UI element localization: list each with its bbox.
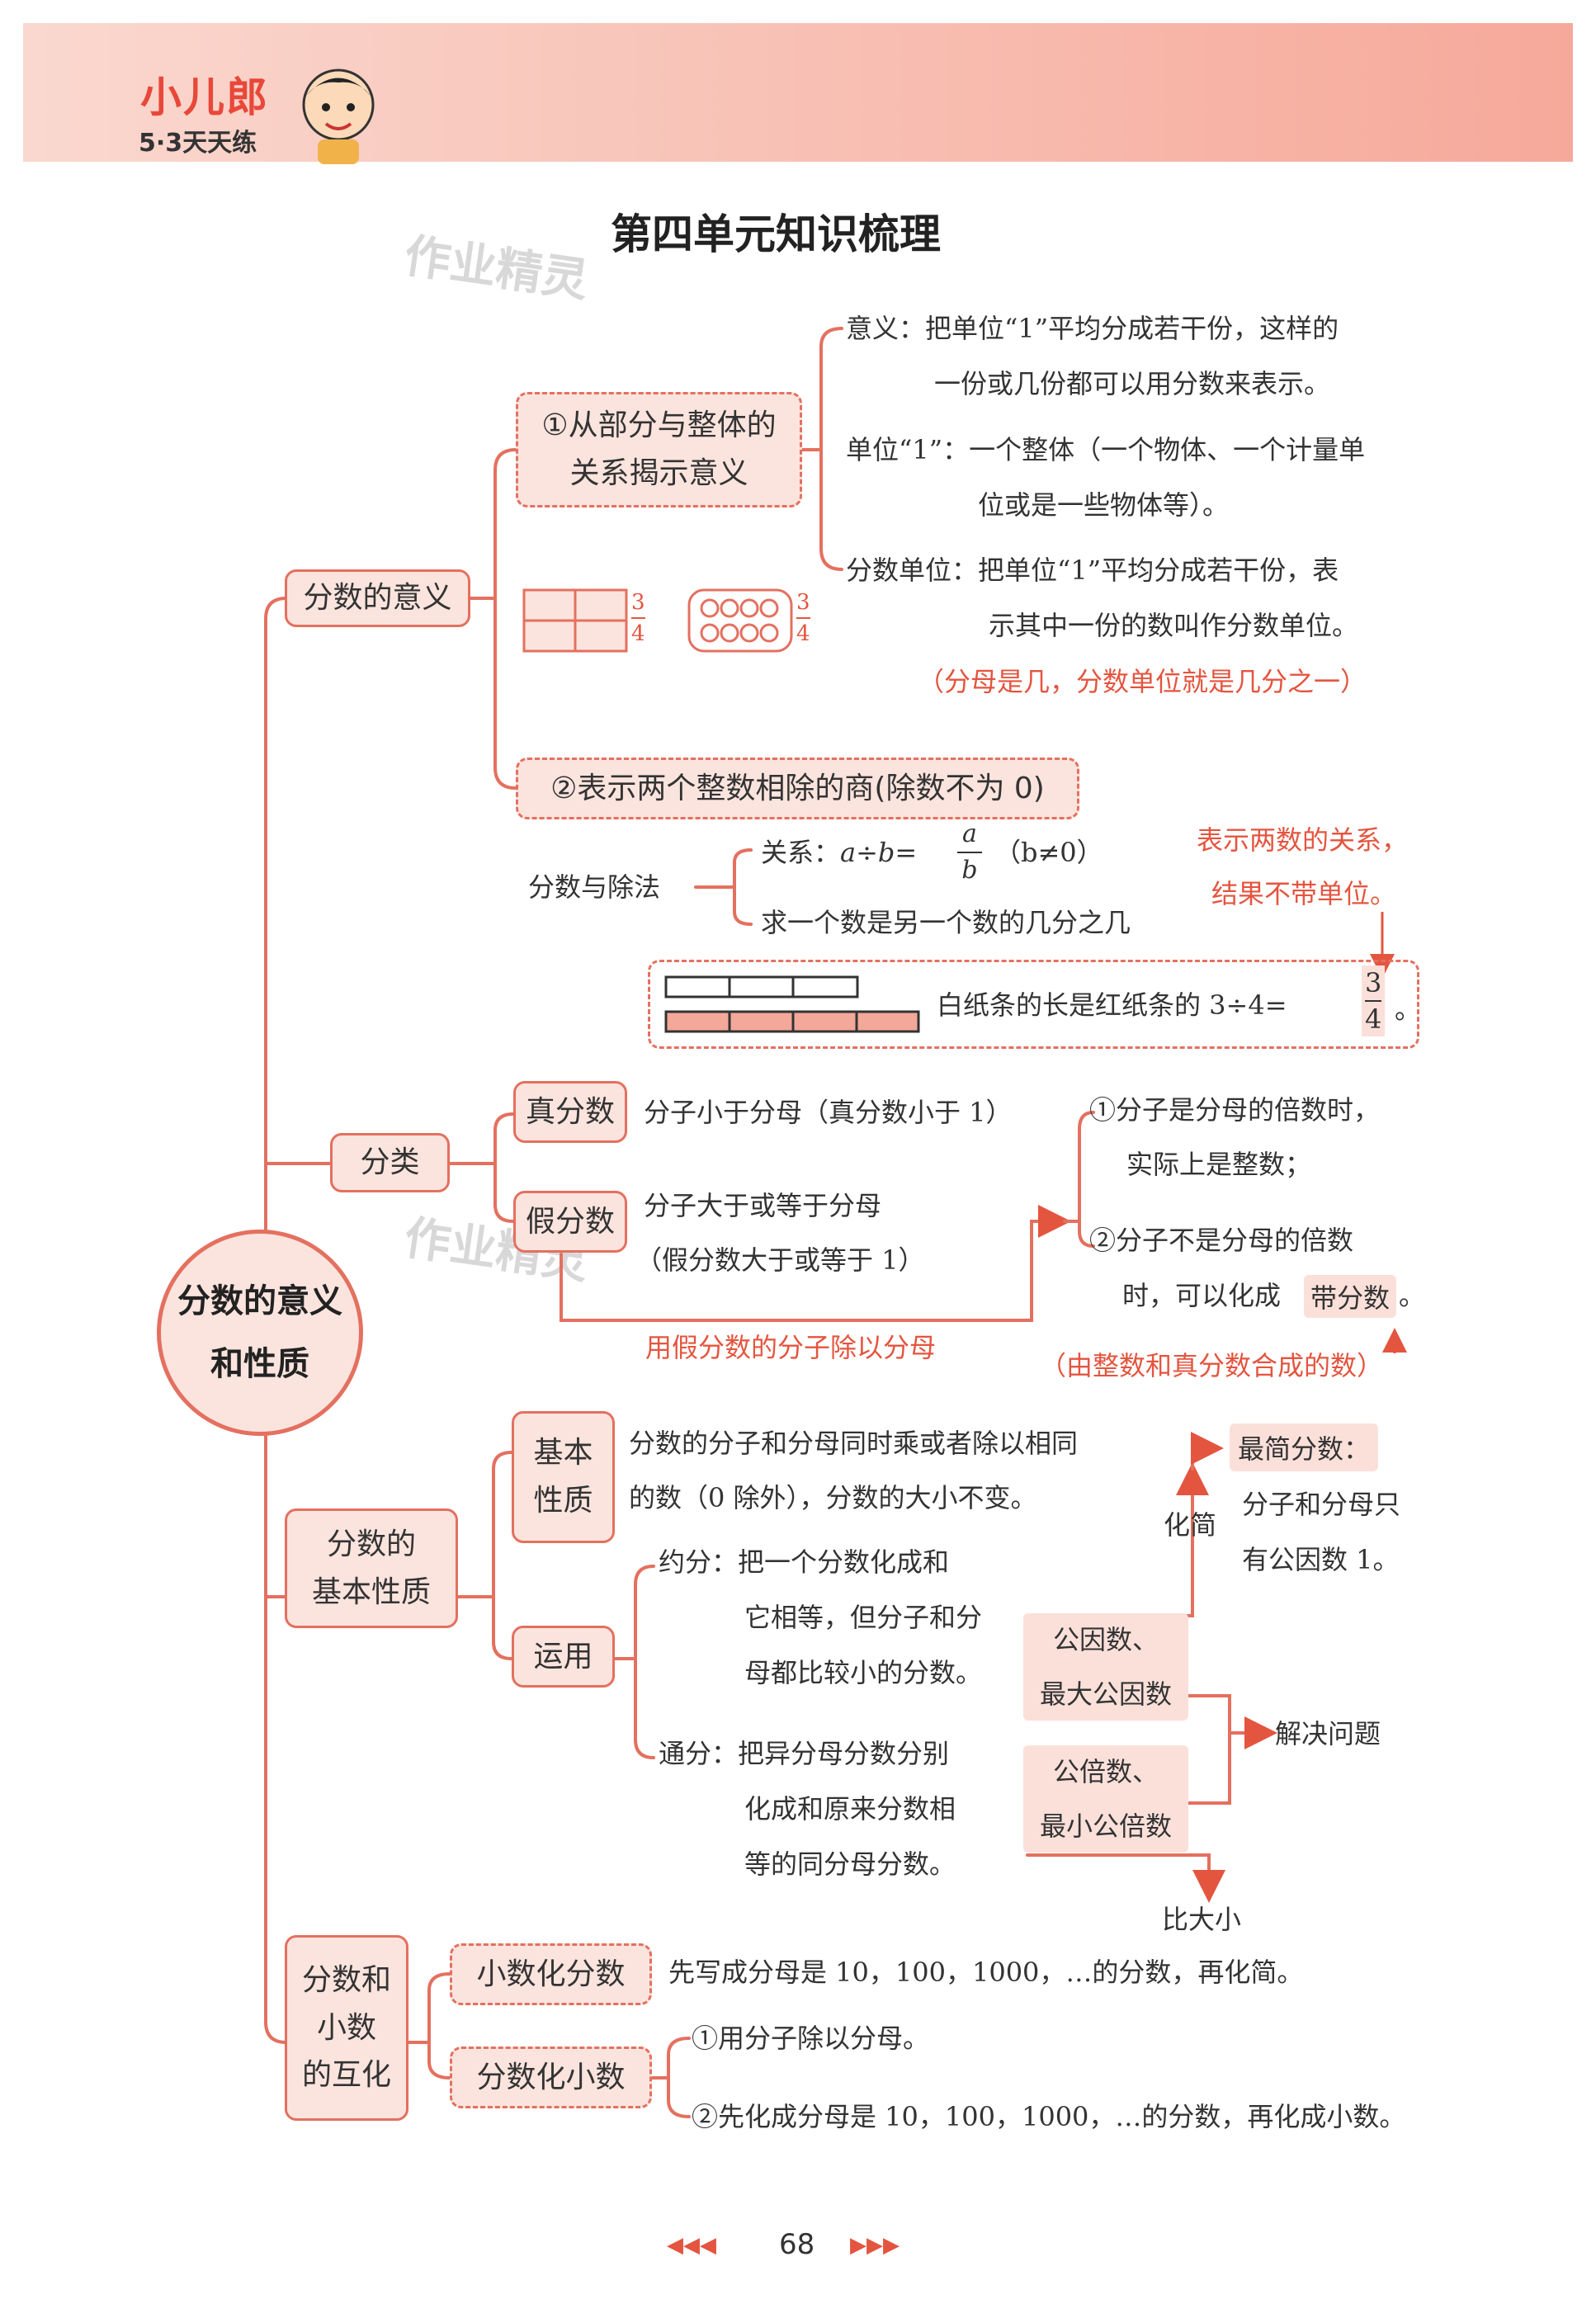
note-convert: 用假分数的分子除以分母 bbox=[645, 1320, 936, 1375]
node-basic-property: 分数的基本性质 bbox=[285, 1508, 458, 1628]
compare-size: 比大小 bbox=[1162, 1892, 1241, 1947]
node-improper-fraction: 假分数 bbox=[513, 1191, 627, 1253]
node-basic: 基本性质 bbox=[512, 1411, 615, 1543]
strip-statement: 白纸条的长是红纸条的 3÷4= bbox=[937, 978, 1287, 1032]
relation-fraction: a b bbox=[957, 817, 982, 888]
simplest-desc-cont: 有公因数 1。 bbox=[1242, 1532, 1400, 1587]
relation-label: 关系：a÷b= bbox=[761, 825, 917, 880]
case-not-multiple: ②分子不是分母的倍数 bbox=[1089, 1213, 1353, 1268]
node-division-quotient: ②表示两个整数相除的商(除数不为 0) bbox=[516, 758, 1079, 819]
common-denom-def-cont2: 等的同分母分数。 bbox=[744, 1837, 956, 1891]
def-unit-one-cont: 位或是一些物体等）。 bbox=[978, 478, 1229, 532]
division-label: 分数与除法 bbox=[528, 860, 660, 914]
gcd-box: 公因数、最大公因数 bbox=[1023, 1613, 1188, 1721]
note-denominator: （分母是几，分数单位就是几分之一） bbox=[918, 654, 1367, 709]
fraction-of-number: 求一个数是另一个数的几分之几 bbox=[761, 895, 1131, 950]
common-denom-def: 通分：把异分母分数分别 bbox=[659, 1726, 949, 1781]
mixed-number-highlight: 带分数 bbox=[1304, 1275, 1396, 1318]
node-fraction-to-decimal: 分数化小数 bbox=[450, 2047, 652, 2108]
relation-condition: （b≠0） bbox=[994, 825, 1103, 880]
page-number: 68 bbox=[779, 2228, 815, 2261]
dec-to-frac-desc: 先写成分母是 10，100，1000，…的分数，再化简。 bbox=[668, 1945, 1303, 1999]
node-conversion: 分数和小数的互化 bbox=[285, 1935, 408, 2121]
fraction-label: 3 4 bbox=[796, 588, 810, 649]
rect-figure-icon bbox=[522, 588, 629, 654]
solve-problems: 解决问题 bbox=[1275, 1707, 1381, 1761]
simplest-desc: 分子和分母只 bbox=[1242, 1477, 1400, 1532]
node-part-whole: ①从部分与整体的关系揭示意义 bbox=[516, 392, 802, 508]
reduce-def-cont: 它相等，但分子和分 bbox=[744, 1590, 982, 1645]
def-unit-one: 单位“1”：一个整体（一个物体、一个计量单 bbox=[846, 423, 1365, 477]
note-mixed: （由整数和真分数合成的数） bbox=[1040, 1338, 1383, 1393]
note-no-unit: 结果不带单位。 bbox=[1211, 866, 1396, 921]
strip-fraction: 3 4 bbox=[1362, 965, 1385, 1036]
center-node: 分数的意义和性质 bbox=[157, 1230, 363, 1436]
next-arrows-icon: ▶▶▶ bbox=[850, 2233, 900, 2258]
lcm-box: 公倍数、最小公倍数 bbox=[1023, 1745, 1188, 1853]
simplify-label: 化简 bbox=[1164, 1498, 1216, 1552]
case-not-multiple-cont: 时，可以化成 bbox=[1122, 1268, 1281, 1323]
node-application: 运用 bbox=[512, 1626, 615, 1688]
basic-desc: 分数的分子和分母同时乘或者除以相同 bbox=[629, 1416, 1078, 1471]
case-period: 。 bbox=[1399, 1268, 1425, 1323]
node-classify: 分类 bbox=[330, 1133, 450, 1192]
proper-desc: 分子小于分母（真分数小于 1） bbox=[644, 1085, 1013, 1140]
case-multiple-cont: 实际上是整数； bbox=[1126, 1137, 1311, 1192]
frac-to-dec-method1: ①用分子除以分母。 bbox=[692, 2011, 929, 2065]
note-relation: 表示两数的关系， bbox=[1197, 813, 1408, 867]
circles-figure-icon bbox=[687, 588, 794, 654]
def-meaning-cont: 一份或几份都可以用分数来表示。 bbox=[934, 356, 1330, 411]
simplest-fraction: 最简分数： bbox=[1230, 1423, 1378, 1471]
case-multiple: ①分子是分母的倍数时， bbox=[1089, 1083, 1380, 1137]
def-fraction-unit: 分数单位：把单位“1”平均分成若干份，表 bbox=[846, 543, 1339, 597]
frac-to-dec-method2: ②先化成分母是 10，100，1000，…的分数，再化成小数。 bbox=[692, 2089, 1405, 2144]
reduce-def-cont2: 母都比较小的分数。 bbox=[744, 1645, 982, 1700]
common-denom-def-cont: 化成和原来分数相 bbox=[744, 1782, 956, 1836]
node-meaning: 分数的意义 bbox=[285, 569, 470, 627]
def-meaning: 意义：把单位“1”平均分成若干份，这样的 bbox=[846, 301, 1339, 356]
node-proper-fraction: 真分数 bbox=[513, 1081, 627, 1143]
prev-arrows-icon: ◀◀◀ bbox=[667, 2233, 716, 2258]
node-decimal-to-fraction: 小数化分数 bbox=[450, 1943, 652, 2005]
paper-strips-icon bbox=[664, 972, 920, 1038]
fraction-label: 3 4 bbox=[631, 588, 645, 649]
improper-desc: 分子大于或等于分母 bbox=[644, 1178, 881, 1233]
basic-desc-cont: 的数（0 除外），分数的大小不变。 bbox=[629, 1471, 1037, 1525]
strip-period: 。 bbox=[1395, 982, 1421, 1036]
def-fraction-unit-cont: 示其中一份的数叫作分数单位。 bbox=[989, 598, 1358, 653]
reduce-def: 约分：把一个分数化成和 bbox=[659, 1535, 949, 1589]
improper-desc-cont: （假分数大于或等于 1） bbox=[635, 1233, 925, 1287]
